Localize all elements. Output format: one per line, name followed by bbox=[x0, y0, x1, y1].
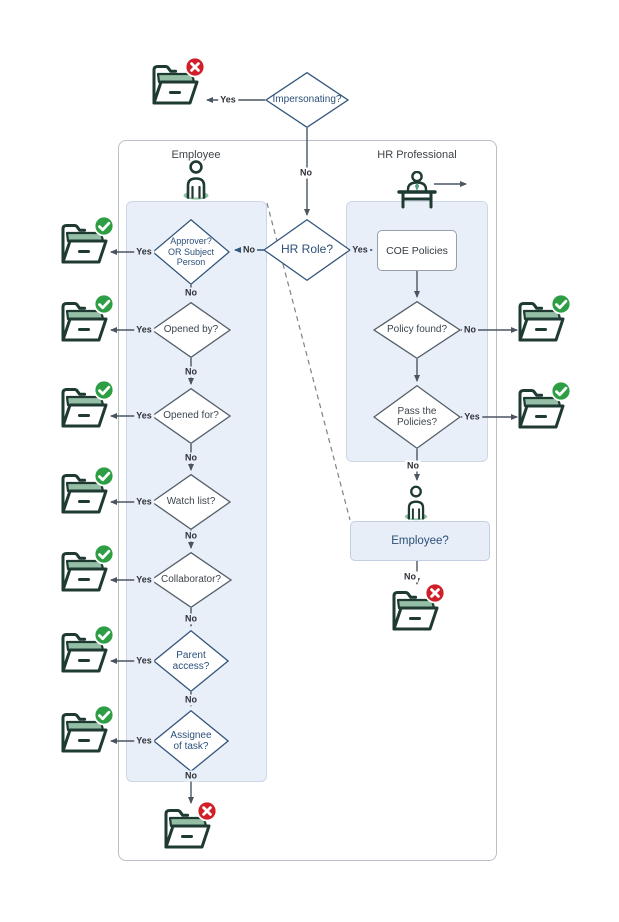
check-badge-icon bbox=[93, 466, 115, 487]
edge-label-yes: Yes bbox=[134, 496, 154, 508]
edge-label-no: No bbox=[183, 530, 199, 542]
decision-opened-for: Opened for? bbox=[151, 388, 231, 444]
folder-access-granted-icon bbox=[518, 294, 572, 342]
edge-label-no: No bbox=[241, 244, 257, 256]
edge-label-yes: Yes bbox=[134, 735, 154, 747]
x-badge-icon bbox=[196, 801, 218, 822]
check-badge-icon bbox=[93, 216, 115, 237]
edge-label-yes: Yes bbox=[218, 94, 238, 106]
folder-access-denied-icon bbox=[152, 57, 206, 105]
edge-label-yes: Yes bbox=[134, 324, 154, 336]
decision-policy-found-label: Policy found? bbox=[386, 324, 448, 336]
decision-watch-list-label: Watch list? bbox=[166, 496, 216, 508]
edge-label-yes: Yes bbox=[134, 246, 154, 258]
decision-pass-policies: Pass the Policies? bbox=[373, 385, 461, 449]
folder-access-granted-icon bbox=[518, 381, 572, 429]
edge-label-no: No bbox=[183, 287, 199, 299]
employee-check-label: Employee? bbox=[391, 535, 449, 547]
decision-collaborator: Collaborator? bbox=[150, 552, 232, 608]
folder-access-granted-icon bbox=[61, 466, 115, 514]
folder-access-granted-icon bbox=[61, 705, 115, 753]
check-badge-icon bbox=[93, 625, 115, 646]
x-badge-icon bbox=[424, 583, 446, 604]
decision-policy-found: Policy found? bbox=[373, 301, 461, 359]
coe-policies-box: COE Policies bbox=[377, 230, 457, 271]
edge-label-no: No bbox=[183, 366, 199, 378]
decision-opened-by-label: Opened by? bbox=[163, 324, 219, 336]
decision-approver-or-subject: Approver? OR Subject Person bbox=[152, 219, 230, 285]
employee-section-title: Employee bbox=[171, 149, 221, 161]
edge-label-yes: Yes bbox=[134, 655, 154, 667]
edge-label-no: No bbox=[298, 167, 314, 179]
decision-assignee-of-task: Assignee of task? bbox=[153, 710, 229, 772]
decision-parent-access: Parent access? bbox=[153, 630, 229, 692]
folder-access-denied-icon bbox=[164, 801, 218, 849]
decision-impersonating-label: Impersonating? bbox=[272, 94, 342, 106]
decision-pass-policies-label: Pass the Policies? bbox=[396, 405, 438, 429]
decision-watch-list: Watch list? bbox=[151, 474, 231, 530]
decision-opened-for-label: Opened for? bbox=[163, 410, 219, 422]
decision-impersonating: Impersonating? bbox=[265, 72, 349, 128]
folder-access-granted-icon bbox=[61, 216, 115, 264]
folder-access-granted-icon bbox=[61, 544, 115, 592]
decision-hr-role: HR Role? bbox=[263, 219, 351, 281]
edge-label-no: No bbox=[405, 460, 421, 472]
edge-label-no: No bbox=[183, 694, 199, 706]
hr-section-title: HR Professional bbox=[377, 149, 457, 161]
folder-access-denied-icon bbox=[392, 583, 446, 631]
edge-label-no: No bbox=[183, 613, 199, 625]
person-at-desk-icon bbox=[397, 171, 437, 209]
folder-access-granted-icon bbox=[61, 294, 115, 342]
edge-label-yes: Yes bbox=[462, 411, 482, 423]
check-badge-icon bbox=[550, 381, 572, 402]
edge-label-yes: Yes bbox=[134, 410, 154, 422]
edge-label-no: No bbox=[462, 324, 478, 336]
decision-approver-or-subject-label: Approver? OR Subject Person bbox=[167, 236, 215, 268]
decision-assignee-of-task-label: Assignee of task? bbox=[170, 729, 212, 753]
folder-access-granted-icon bbox=[61, 380, 115, 428]
person-icon bbox=[403, 485, 429, 521]
check-badge-icon bbox=[93, 544, 115, 565]
edge-label-no: No bbox=[183, 452, 199, 464]
edge-label-yes: Yes bbox=[134, 574, 154, 586]
check-badge-icon bbox=[93, 380, 115, 401]
edge-label-yes: Yes bbox=[350, 244, 370, 256]
check-badge-icon bbox=[93, 705, 115, 726]
person-icon bbox=[182, 160, 210, 200]
check-badge-icon bbox=[93, 294, 115, 315]
edge-label-no: No bbox=[183, 770, 199, 782]
folder-access-granted-icon bbox=[61, 625, 115, 673]
check-badge-icon bbox=[550, 294, 572, 315]
x-badge-icon bbox=[184, 57, 206, 78]
decision-hr-role-label: HR Role? bbox=[280, 242, 334, 257]
decision-opened-by: Opened by? bbox=[151, 302, 231, 358]
coe-policies-label: COE Policies bbox=[386, 244, 448, 257]
edge-label-no: No bbox=[402, 571, 418, 583]
employee-check-box: Employee? bbox=[350, 521, 490, 561]
decision-collaborator-label: Collaborator? bbox=[160, 574, 222, 586]
decision-parent-access-label: Parent access? bbox=[172, 649, 210, 673]
